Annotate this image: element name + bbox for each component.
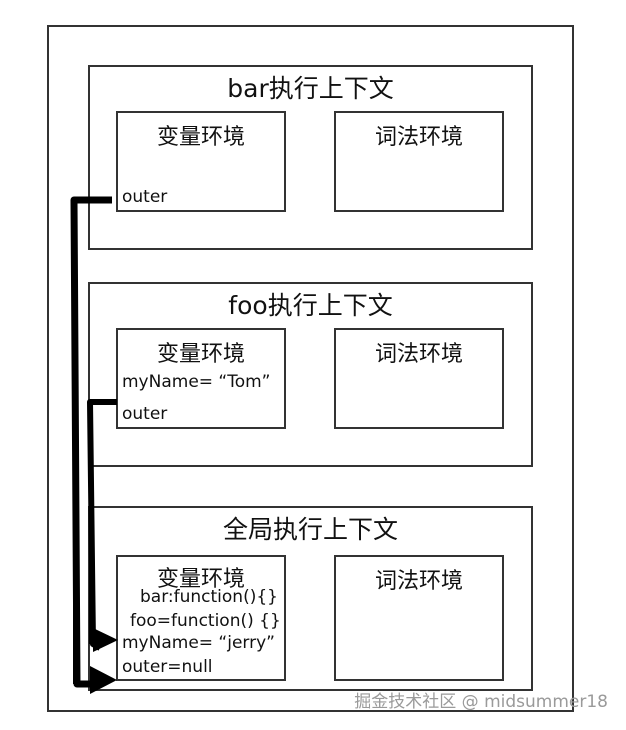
global-lexical-env: 词法环境 [334, 555, 504, 681]
global-foo-line: foo=function() {} [130, 611, 281, 631]
bar-variable-env-title: 变量环境 [156, 125, 245, 150]
foo-variable-env-title: 变量环境 [156, 342, 245, 367]
bar-outer-label: outer [122, 187, 168, 207]
global-outer-line: outer=null [122, 657, 213, 677]
global-bar-line: bar:function(){} [140, 587, 278, 607]
global-variable-env: 变量环境 bar:function(){} foo=function() {} … [116, 555, 286, 681]
bar-lexical-env: 词法环境 [334, 111, 504, 212]
global-lexical-env-title: 词法环境 [374, 569, 463, 594]
foo-outer-label: outer [122, 404, 168, 424]
foo-context-title: foo执行上下文 [228, 291, 393, 320]
bar-variable-env: 变量环境 outer [116, 111, 286, 212]
global-context-title: 全局执行上下文 [222, 515, 398, 544]
foo-myname-line: myName= “Tom” [122, 372, 271, 392]
bar-lexical-env-title: 词法环境 [374, 125, 463, 150]
foo-lexical-env-title: 词法环境 [374, 342, 463, 367]
foo-lexical-env: 词法环境 [334, 328, 504, 429]
global-myname-line: myName= “jerry” [122, 633, 275, 653]
bar-context-title: bar执行上下文 [227, 74, 394, 103]
watermark: 掘金技术社区 @ midsummer18 [354, 692, 608, 712]
foo-variable-env: 变量环境 myName= “Tom” outer [116, 328, 286, 429]
global-variable-env-title: 变量环境 [156, 567, 245, 592]
